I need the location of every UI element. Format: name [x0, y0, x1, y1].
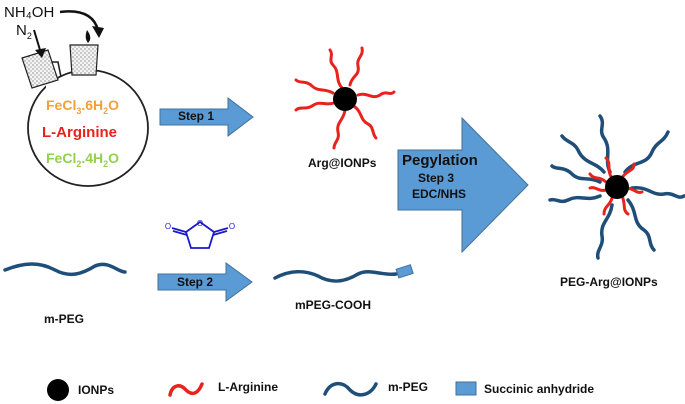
flask-arginine-label: L-Arginine: [42, 124, 117, 141]
step2-arrow: [157, 262, 253, 302]
mpeg-chain: [3, 262, 127, 277]
mpeg-cooh-chain: [273, 264, 414, 283]
mpeg-label: m-PEG: [44, 312, 85, 326]
legend-ionps-label: IONPs: [78, 383, 115, 397]
step3-label: Step 3: [418, 171, 455, 185]
nh4oh-label: NH₄OH: [4, 4, 55, 21]
n2-inlet-arrow: [33, 29, 46, 58]
n2-label: N2: [16, 22, 32, 41]
succinic-anhydride-molecule: O O O: [165, 219, 235, 249]
fecl3-label: FeCl3.6H2O: [46, 97, 120, 116]
svg-text:O: O: [229, 222, 235, 231]
mpeg-cooh-label: mPEG-COOH: [295, 298, 372, 312]
svg-text:O: O: [165, 222, 171, 231]
step3-pegylation-arrow: [397, 116, 529, 254]
arg-ionps-label: Arg@IONPs: [308, 156, 377, 170]
legend-arginine-label: L-Arginine: [218, 380, 278, 394]
pegylation-label: Pegylation: [402, 152, 478, 169]
legend-mpeg-curve: [323, 381, 378, 397]
legend-succinic-label: Succinic anhydride: [484, 382, 595, 396]
svg-text:O: O: [197, 219, 203, 228]
legend-ionps-dot: [47, 379, 69, 401]
arg-ionps-particle: [294, 46, 396, 150]
step1-arrow: [159, 96, 254, 138]
legend-succinic-rect: [455, 381, 477, 396]
peg-arg-ionps-particle: [548, 114, 685, 260]
legend-arginine-curve: [168, 382, 204, 397]
nh4oh-addition-arrow: [59, 10, 104, 43]
peg-arg-ionps-label: PEG-Arg@IONPs: [560, 275, 658, 289]
step1-label: Step 1: [178, 109, 215, 123]
fecl2-label: FeCl2.4H2O: [46, 150, 120, 169]
edc-nhs-label: EDC/NHS: [412, 187, 467, 201]
legend-mpeg-label: m-PEG: [388, 380, 429, 394]
step2-label: Step 2: [177, 275, 214, 289]
flask-stopper-right: [69, 44, 99, 76]
